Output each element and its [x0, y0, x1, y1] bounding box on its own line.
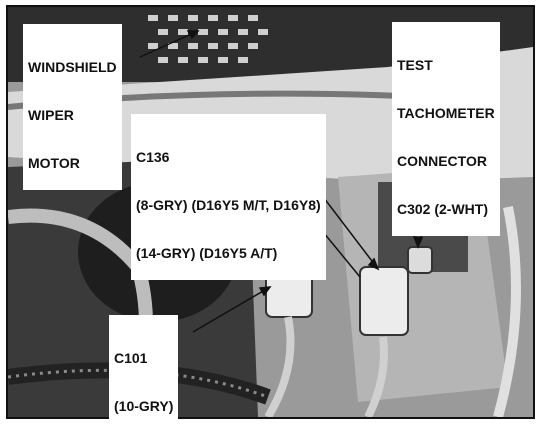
right-pipe — [493, 206, 521, 417]
callout-wiper-motor-line-1: WINDSHIELD — [28, 59, 117, 75]
callout-c136-line-2: (8-GRY) (D16Y5 M/T, D16Y8) — [136, 197, 321, 213]
leader-c101 — [192, 286, 271, 333]
arrowhead-c101 — [258, 286, 272, 297]
callout-c101: C101 (10-GRY) — [109, 315, 179, 433]
callout-tach-line-2: TACHOMETER — [397, 105, 495, 121]
callout-c101-line-2: (10-GRY) — [114, 398, 174, 414]
callout-wiper-motor: WINDSHIELD WIPER MOTOR — [23, 24, 122, 190]
callout-tach-line-4: C302 (2-WHT) — [397, 201, 489, 217]
conduit-ribs — [8, 368, 269, 399]
arrowhead-c302 — [412, 236, 424, 249]
leader-wiper-motor — [139, 30, 199, 58]
connector-c302 — [407, 246, 433, 274]
callout-c136-line-3: (14-GRY) (D16Y5 A/T) — [136, 245, 278, 261]
callout-wiper-motor-line-2: WIPER — [28, 107, 74, 123]
harness-wire-2 — [364, 336, 388, 417]
connector-c136 — [359, 266, 409, 336]
callout-c101-line-1: C101 — [114, 350, 148, 366]
callout-c136-line-1: C136 — [136, 149, 170, 165]
callout-tach-line-1: TEST — [397, 57, 433, 73]
harness-wire-1 — [264, 316, 295, 417]
callout-tach-line-3: CONNECTOR — [397, 153, 487, 169]
callout-wiper-motor-line-3: MOTOR — [28, 155, 80, 171]
grille-slots — [148, 15, 268, 63]
callout-c136: C136 (8-GRY) (D16Y5 M/T, D16Y8) (14-GRY)… — [131, 114, 326, 280]
arrowhead-wiper-motor — [186, 30, 200, 40]
callout-tach-connector: TEST TACHOMETER CONNECTOR C302 (2-WHT) — [392, 22, 500, 236]
arrowhead-c136 — [367, 257, 380, 271]
